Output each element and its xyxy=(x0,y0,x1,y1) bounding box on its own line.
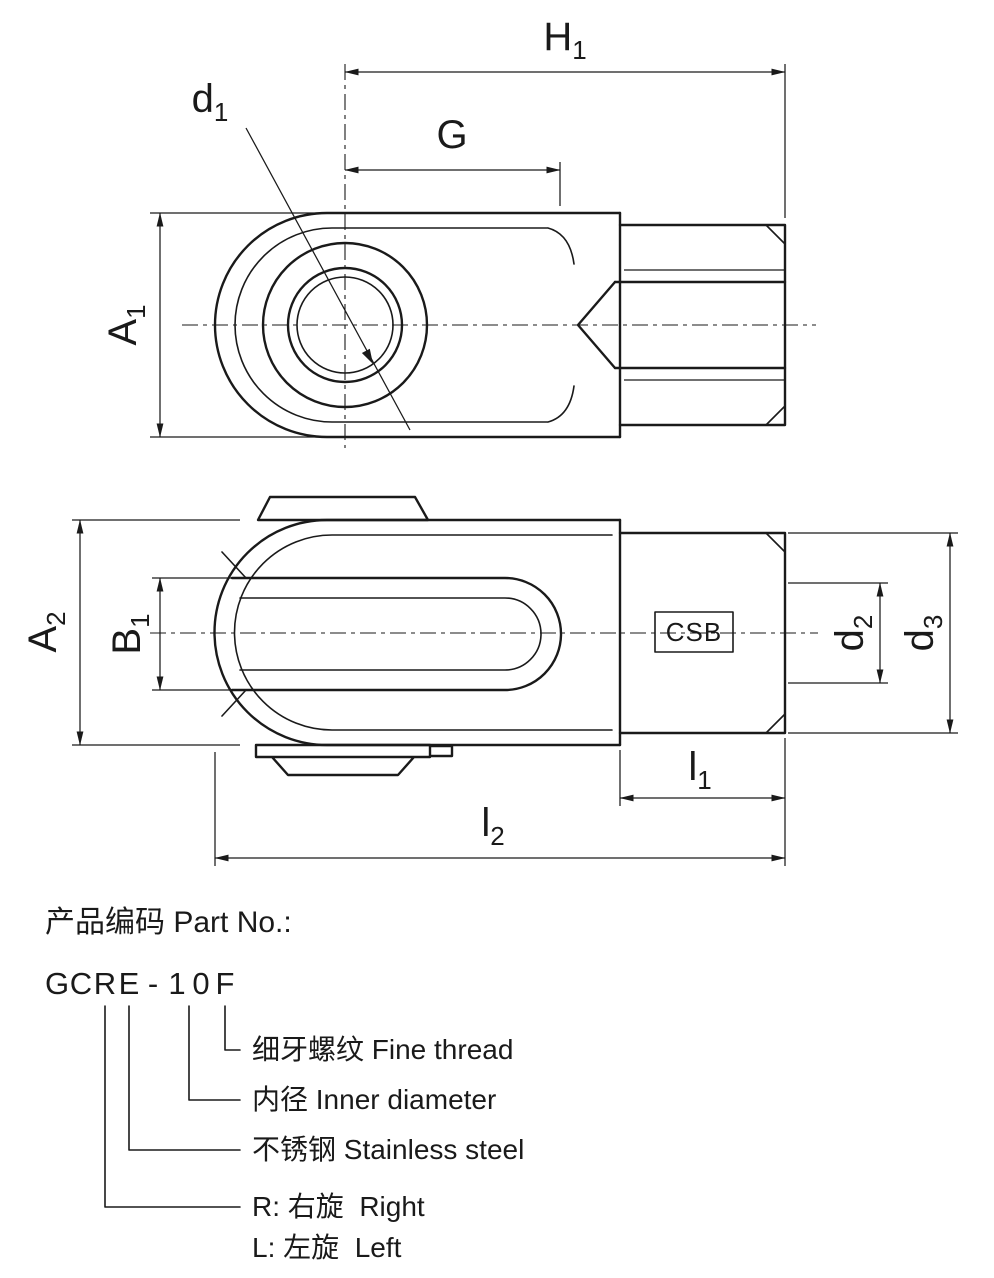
dim-label-H1-sub: 1 xyxy=(572,35,587,65)
callout-right-rotation: R: 右旋 Right xyxy=(252,1191,425,1223)
dim-label-l2-sub: 2 xyxy=(490,821,505,851)
thread-bore-lines xyxy=(613,280,787,370)
fork-slot-outline xyxy=(230,576,563,692)
part-number-char: - xyxy=(147,966,159,1001)
retaining-clip-tab xyxy=(428,744,454,758)
part-number: G C R E - 1 0 F xyxy=(45,966,237,1002)
part-number-char: E xyxy=(118,966,140,1001)
dim-label-H1: H1 xyxy=(543,17,586,63)
part-number-char: 1 xyxy=(168,966,186,1001)
dim-label-d2-sub: 2 xyxy=(848,614,878,630)
dim-label-l2: l2 xyxy=(481,803,504,849)
dim-label-A1-base: A xyxy=(101,318,145,346)
callout-fine-thread: 细牙螺纹 Fine thread xyxy=(252,1034,514,1066)
leader-arrow-d1 xyxy=(361,348,373,364)
dim-label-l2-base: l xyxy=(481,801,491,845)
bottom-view-extension-lines xyxy=(72,519,958,866)
part-number-char: R xyxy=(93,966,117,1001)
dim-label-B1: B1 xyxy=(105,613,155,655)
pin-end-and-washer-outline xyxy=(254,743,432,777)
top-view-extension-lines xyxy=(150,64,786,438)
dim-label-G: G xyxy=(436,115,467,161)
part-number-char: C xyxy=(69,966,93,1001)
dim-label-d3: d3 xyxy=(898,614,948,652)
callout-line-R xyxy=(104,1005,241,1208)
callout-line-F xyxy=(224,1005,241,1051)
dim-label-B1-base: B xyxy=(105,627,149,655)
part-number-char: 0 xyxy=(192,966,210,1001)
dim-label-d3-sub: 3 xyxy=(918,614,948,630)
thread-major-lines xyxy=(624,269,785,381)
part-number-char: F xyxy=(215,966,235,1001)
callout-line-10 xyxy=(188,1005,241,1101)
dim-label-d2: d2 xyxy=(828,614,878,652)
dim-label-l1-sub: 1 xyxy=(697,765,712,795)
dim-label-l1-base: l xyxy=(688,745,698,789)
dim-label-A2-base: A xyxy=(21,625,65,653)
dim-label-d3-base: d xyxy=(898,629,942,652)
dim-label-d1-sub: 1 xyxy=(213,97,229,127)
dim-label-A1: A1 xyxy=(101,304,151,346)
leader-line-d1 xyxy=(245,127,411,431)
bottom-view-part xyxy=(213,495,787,777)
fork-slot-chamfer-contour xyxy=(239,597,542,671)
dim-label-A2: A2 xyxy=(21,611,71,653)
prong-tip-chamfers xyxy=(221,551,247,717)
callout-left-rotation: L: 左旋 Left xyxy=(252,1232,402,1264)
part-number-callout-lines xyxy=(104,1005,241,1208)
csb-logo-box xyxy=(654,611,734,653)
top-view-dimensions xyxy=(150,64,816,448)
dim-label-H1-base: H xyxy=(543,15,573,59)
top-view-center-lines xyxy=(182,64,816,448)
dim-label-A1-sub: 1 xyxy=(121,304,151,319)
shank-end-chamfer-lines-bottom xyxy=(765,532,786,734)
dim-label-d2-base: d xyxy=(828,629,872,652)
callout-stainless-steel: 不锈钢 Stainless steel xyxy=(252,1134,525,1166)
dim-label-A2-sub: 2 xyxy=(41,611,71,626)
pin-head-outline xyxy=(256,495,430,522)
callout-inner-diameter: 内径 Inner diameter xyxy=(252,1084,497,1116)
shank-end-chamfer-lines xyxy=(765,224,786,426)
callout-line-E xyxy=(128,1005,241,1151)
bottom-view-dimensions xyxy=(72,519,958,866)
dim-label-G-base: G xyxy=(436,113,468,157)
dim-label-d1-base: d xyxy=(191,77,214,121)
dim-label-l1: l1 xyxy=(688,747,711,793)
dim-label-d1: d1 xyxy=(192,79,229,125)
dim-label-B1-sub: 1 xyxy=(125,613,155,628)
csb-logo-text: CSB xyxy=(665,617,723,647)
part-no-heading: 产品编码 Part No.: xyxy=(45,906,292,939)
part-number-char: G xyxy=(45,966,70,1001)
